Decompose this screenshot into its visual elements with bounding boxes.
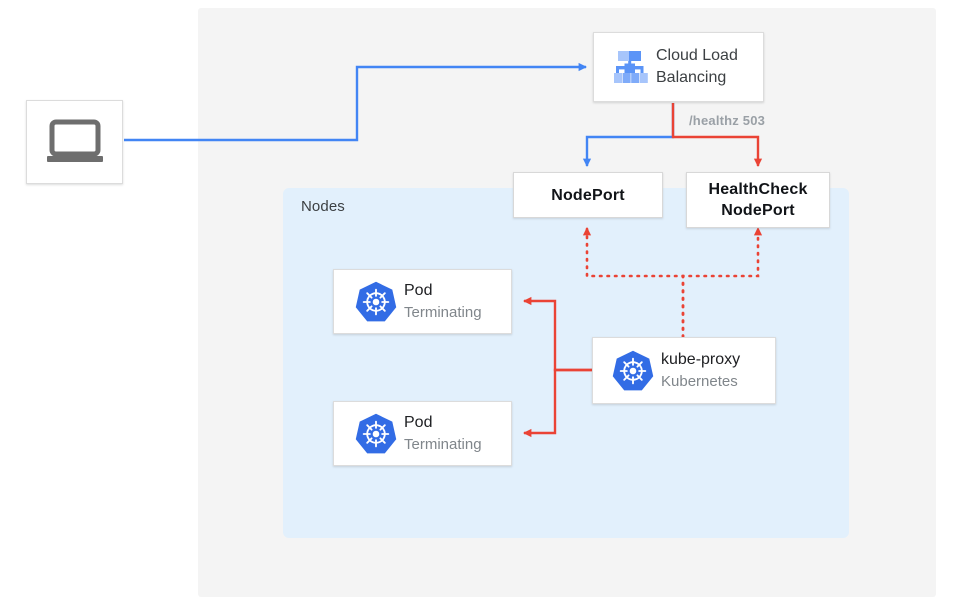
kube-proxy-title: kube-proxy [661, 351, 741, 368]
kube-proxy-node[interactable]: kube-proxy Kubernetes [592, 337, 776, 404]
kubernetes-icon [348, 412, 404, 456]
pod-1-title: Pod [404, 282, 433, 299]
nodeport-label: NodePort [551, 186, 625, 204]
kubernetes-icon [605, 349, 661, 393]
client-node[interactable] [26, 100, 123, 184]
pod-2-title: Pod [404, 414, 433, 431]
pod-1-text: Pod Terminating [404, 280, 482, 323]
healthcheck-nodeport-box[interactable]: HealthCheck NodePort [686, 172, 830, 228]
nodeport-box[interactable]: NodePort [513, 172, 663, 218]
cloud-load-balancing-icon [604, 49, 656, 85]
cloud-load-balancing-title-line2: Balancing [656, 69, 727, 86]
healthcheck-nodeport-label-line2: NodePort [721, 202, 795, 219]
kube-proxy-subtitle: Kubernetes [661, 373, 738, 390]
cloud-load-balancing-text: Cloud Load Balancing [656, 45, 738, 89]
pod-1-subtitle: Terminating [404, 304, 482, 321]
cloud-load-balancing-node[interactable]: Cloud Load Balancing [593, 32, 764, 102]
pod-2-subtitle: Terminating [404, 436, 482, 453]
healthz-edge-label: /healthz 503 [689, 113, 766, 128]
cloud-load-balancing-title: Cloud Load [656, 47, 738, 64]
healthcheck-nodeport-label-line1: HealthCheck [708, 181, 808, 198]
pod-2-text: Pod Terminating [404, 412, 482, 455]
nodes-region-label: Nodes [301, 198, 345, 215]
laptop-icon [44, 118, 106, 166]
pod-1-node[interactable]: Pod Terminating [333, 269, 512, 334]
kube-proxy-text: kube-proxy Kubernetes [661, 349, 740, 392]
kubernetes-icon [348, 280, 404, 324]
pod-2-node[interactable]: Pod Terminating [333, 401, 512, 466]
